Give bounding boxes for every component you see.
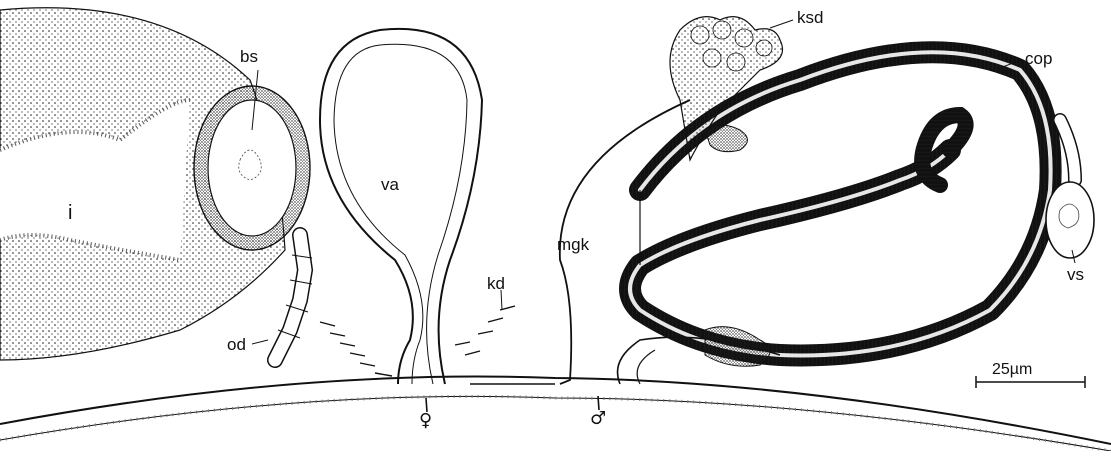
leader-lines — [252, 20, 1075, 344]
body-wall — [0, 376, 1111, 451]
male-symbol: ♂ — [590, 410, 606, 428]
label-male-canal: mgk — [557, 236, 589, 253]
label-seminal-vesicle: vs — [1067, 266, 1084, 283]
granular-gland — [670, 17, 783, 367]
scale-bar-label: 25µm — [992, 362, 1032, 378]
label-granular-gland: ksd — [797, 9, 823, 26]
label-intestine: i — [68, 203, 72, 223]
female-symbol: ♀ — [419, 412, 432, 430]
label-bursa: bs — [240, 48, 258, 65]
bursa — [194, 86, 310, 250]
label-glands: kd — [487, 275, 505, 292]
glands-kd — [320, 306, 515, 376]
vagina — [320, 29, 482, 384]
label-oviduct: od — [227, 336, 246, 353]
label-copulatory-organ: cop — [1025, 50, 1052, 67]
label-vagina: va — [381, 176, 399, 193]
